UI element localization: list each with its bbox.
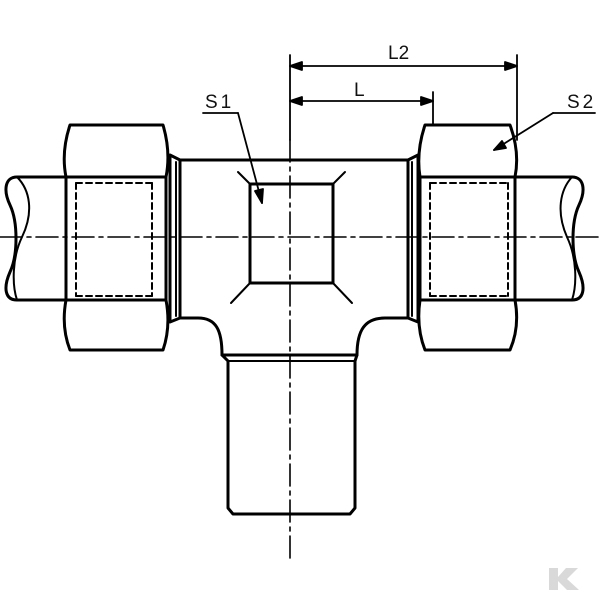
l-label: L — [354, 80, 365, 101]
right-tube — [513, 175, 585, 302]
leader-s1 — [202, 112, 264, 204]
bottom-stud — [220, 353, 359, 516]
dimension-l2 — [289, 54, 518, 141]
tee-body — [178, 158, 410, 357]
dimension-l — [289, 91, 434, 126]
s1-label: S1 — [205, 92, 234, 113]
left-nut — [62, 123, 170, 352]
kramp-logo-icon — [549, 568, 579, 590]
left-collar — [168, 153, 182, 324]
leader-s2 — [493, 112, 596, 151]
right-collar — [406, 153, 420, 324]
l2-label: L2 — [388, 43, 409, 64]
center-lines — [0, 139, 600, 561]
s2-label: S2 — [567, 92, 596, 113]
left-tube — [4, 175, 72, 302]
